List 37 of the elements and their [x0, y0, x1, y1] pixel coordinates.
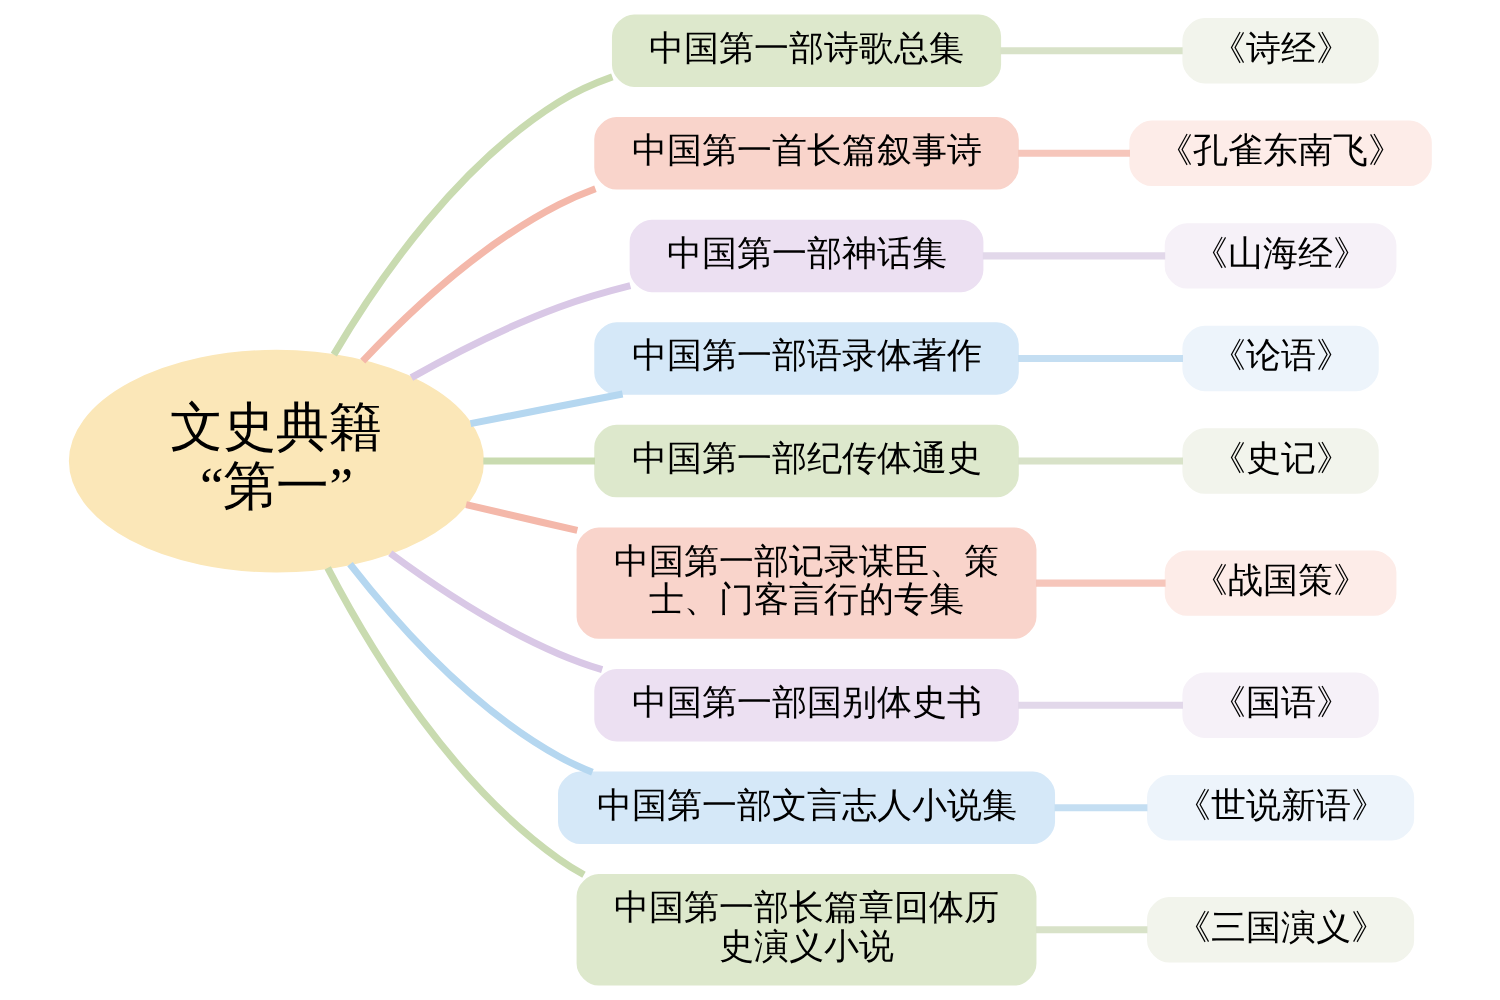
connector — [387, 550, 603, 674]
connector — [359, 185, 597, 364]
node-ellipse: 文史典籍“第一” — [68, 349, 484, 573]
connector — [482, 457, 595, 465]
node-box: 中国第一部神话集 — [629, 219, 983, 293]
connector — [330, 73, 614, 357]
node-box: 《战国策》 — [1164, 550, 1396, 616]
node-box: 中国第一部国别体史书 — [593, 668, 1019, 742]
connector — [999, 47, 1183, 55]
connector — [464, 501, 578, 534]
connector — [1054, 804, 1147, 812]
connector — [1017, 457, 1183, 465]
connector — [409, 282, 631, 381]
connector — [982, 252, 1165, 260]
node-box: 《论语》 — [1181, 325, 1379, 392]
connector — [469, 390, 623, 428]
connector — [1017, 701, 1183, 709]
node-box: 《三国演义》 — [1146, 897, 1414, 963]
connector — [346, 561, 594, 776]
connector — [1035, 579, 1166, 587]
node-box: 《世说新语》 — [1146, 775, 1414, 841]
node-box: 中国第一部纪传体通史 — [593, 424, 1019, 498]
node-box: 《山海经》 — [1164, 223, 1396, 289]
node-box: 中国第一首长篇叙事诗 — [593, 117, 1019, 190]
connector — [1017, 354, 1183, 363]
node-box: 中国第一部记录谋臣、策士、门客言行的专集 — [576, 527, 1036, 639]
node-box: 《史记》 — [1181, 428, 1379, 494]
connector — [1035, 926, 1147, 934]
node-box: 中国第一部长篇章回体历史演义小说 — [576, 874, 1036, 986]
connector — [324, 566, 586, 878]
node-box: 中国第一部诗歌总集 — [611, 14, 1001, 87]
node-box: 《孔雀东南飞》 — [1128, 120, 1432, 187]
connector — [1017, 149, 1130, 157]
node-box: 中国第一部语录体著作 — [593, 322, 1019, 395]
node-box: 《国语》 — [1181, 672, 1379, 738]
node-box: 中国第一部文言志人小说集 — [557, 771, 1055, 845]
node-box: 《诗经》 — [1181, 18, 1379, 84]
